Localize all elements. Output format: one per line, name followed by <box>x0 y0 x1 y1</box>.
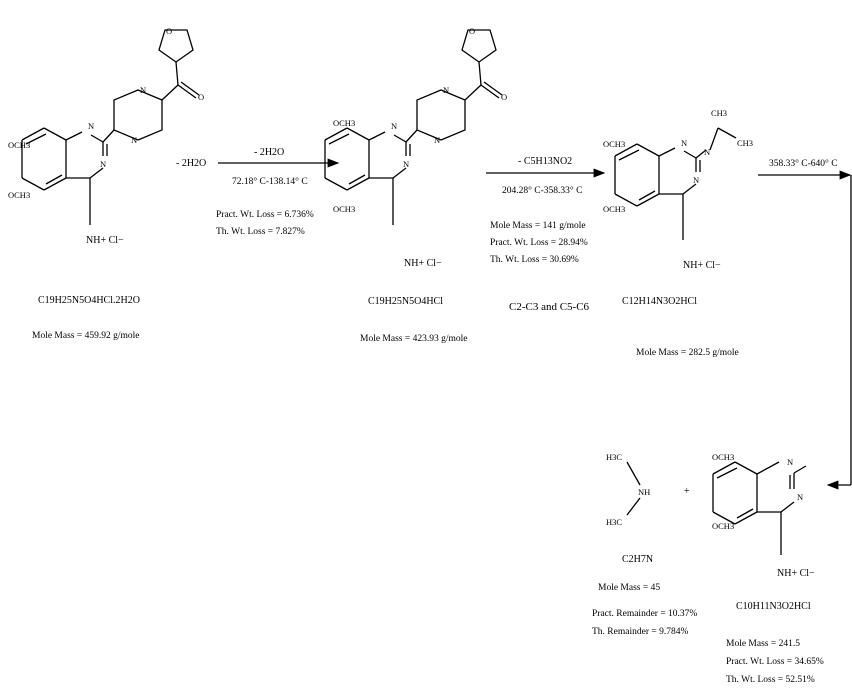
compound-1-mass: Mole Mass = 459.92 g/mole <box>32 331 139 341</box>
compound-1-piperazine-n-bottom: N <box>131 135 137 145</box>
compound-4-ring-n-top: N <box>787 457 793 467</box>
compound-1-carbonyl-oxygen: O <box>198 92 204 102</box>
compound-4-ring-n-right: N <box>797 492 803 502</box>
compound-3-methoxy-bottom: OCH3 <box>603 204 625 214</box>
compound-2: N N O O N N OCH3 OCH3 NH+ Cl− C19H25N5O4… <box>324 26 507 344</box>
compound-3-ring-n-right: N <box>693 175 699 185</box>
step-2-label: - C5H13NO2 <box>518 156 572 167</box>
compound-4-methoxy-bottom: OCH3 <box>712 521 734 531</box>
compound-4-practical-loss: Pract. Wt. Loss = 34.65% <box>726 657 824 667</box>
compound-3-bonds <box>614 127 737 240</box>
compound-4: N N OCH3 OCH3 NH+ Cl− C10H11N3O2HCl Mole… <box>712 452 824 685</box>
compound-2-bonds <box>324 29 503 225</box>
compound-5-formula: C2H7N <box>622 554 653 565</box>
compound-1-formula: C19H25N5O4HCl.2H2O <box>38 295 140 306</box>
compound-3-methyl-right: CH3 <box>737 138 753 148</box>
compound-5: H3C NH H3C C2H7N Mole Mass = 45 Pract. R… <box>592 452 697 637</box>
compound-3-formula: C12H14N3O2HCl <box>622 296 697 307</box>
compound-1-piperazine-n-top: N <box>140 85 146 95</box>
compound-4-formula: C10H11N3O2HCl <box>736 601 811 612</box>
step-2-bonds: C2-C3 and C5-C6 <box>509 301 590 313</box>
compound-2-carbonyl-oxygen: O <box>501 92 507 102</box>
compound-2-piperazine-n-bottom: N <box>434 135 440 145</box>
step-1-practical-loss: Pract. Wt. Loss = 6.736% <box>216 210 314 220</box>
compound-2-ion: NH+ Cl− <box>404 258 442 269</box>
compound-5-bonds <box>626 461 641 516</box>
compound-5-amine: NH <box>638 487 650 497</box>
compound-3-ion: NH+ Cl− <box>683 260 721 271</box>
step-2: - C5H13NO2 204.28° C-358.33° C Mole Mass… <box>486 156 606 313</box>
step-1-temperature: 72.18° C-138.14° C <box>232 176 308 187</box>
compound-2-mass: Mole Mass = 423.93 g/mole <box>360 334 467 344</box>
compound-4-theoretical-loss: Th. Wt. Loss = 52.51% <box>726 675 815 685</box>
compound-3-amine-n: N <box>704 147 710 157</box>
compound-3: CH3 CH3 N N N OCH3 OCH3 NH+ Cl− C12H14N3… <box>603 108 753 358</box>
compound-4-bonds <box>712 461 807 555</box>
step-3-temperature: 358.33° C-640° C <box>769 158 838 169</box>
compound-5-methyl-bottom: H3C <box>606 517 622 527</box>
step-2-mass: Mole Mass = 141 g/mole <box>490 221 586 231</box>
compound-1-methoxy-top: OCH3 <box>8 140 30 150</box>
compound-1-ring-n-right: N <box>100 159 106 169</box>
compound-1-ring-oxygen: O <box>166 26 172 36</box>
compound-2-ring-n-top: N <box>391 121 397 131</box>
step-2-practical-loss: Pract. Wt. Loss = 28.94% <box>490 238 588 248</box>
compound-1-ion: NH+ Cl− <box>86 235 124 246</box>
compound-4-mass: Mole Mass = 241.5 <box>726 639 800 649</box>
step-1-label: - 2H2O <box>254 147 284 158</box>
compound-3-methoxy-top: OCH3 <box>603 139 625 149</box>
compound-2-methoxy-top: OCH3 <box>333 118 355 128</box>
compound-4-ion: NH+ Cl− <box>777 568 815 579</box>
compound-2-ring-oxygen: O <box>469 26 475 36</box>
compound-3-methyl-top: CH3 <box>711 108 727 118</box>
compound-2-piperazine-n-top: N <box>443 85 449 95</box>
step-1: - 2H2O 72.18° C-138.14° C Pract. Wt. Los… <box>216 147 340 237</box>
compound-4-methoxy-top: OCH3 <box>712 452 734 462</box>
compound-5-methyl-top: H3C <box>606 452 622 462</box>
step-2-temperature: 204.28° C-358.33° C <box>502 185 582 196</box>
compound-3-mass: Mole Mass = 282.5 g/mole <box>636 348 739 358</box>
compound-3-ring-n-top: N <box>681 138 687 148</box>
plus-sign: + <box>684 486 690 497</box>
water-reagent: - 2H2O <box>176 158 206 169</box>
compound-5-practical-remainder: Pract. Remainder = 10.37% <box>592 609 697 619</box>
compound-1-ring-n-top: N <box>88 121 94 131</box>
compound-1: N N O O N N OCH3 OCH3 NH+ Cl− C19H25N5O4… <box>8 26 204 341</box>
step-1-theoretical-loss: Th. Wt. Loss = 7.827% <box>216 227 305 237</box>
compound-2-ring-n-right: N <box>403 159 409 169</box>
compound-1-bonds <box>21 29 200 225</box>
compound-2-methoxy-bottom: OCH3 <box>333 204 355 214</box>
compound-1-methoxy-bottom: OCH3 <box>8 190 30 200</box>
compound-5-mass: Mole Mass = 45 <box>598 583 660 593</box>
step-3: 358.33° C-640° C <box>758 158 852 490</box>
step-2-theoretical-loss: Th. Wt. Loss = 30.69% <box>490 255 579 265</box>
compound-5-theoretical-remainder: Th. Remainder = 9.784% <box>592 627 688 637</box>
compound-2-formula: C19H25N5O4HCl <box>368 296 443 307</box>
